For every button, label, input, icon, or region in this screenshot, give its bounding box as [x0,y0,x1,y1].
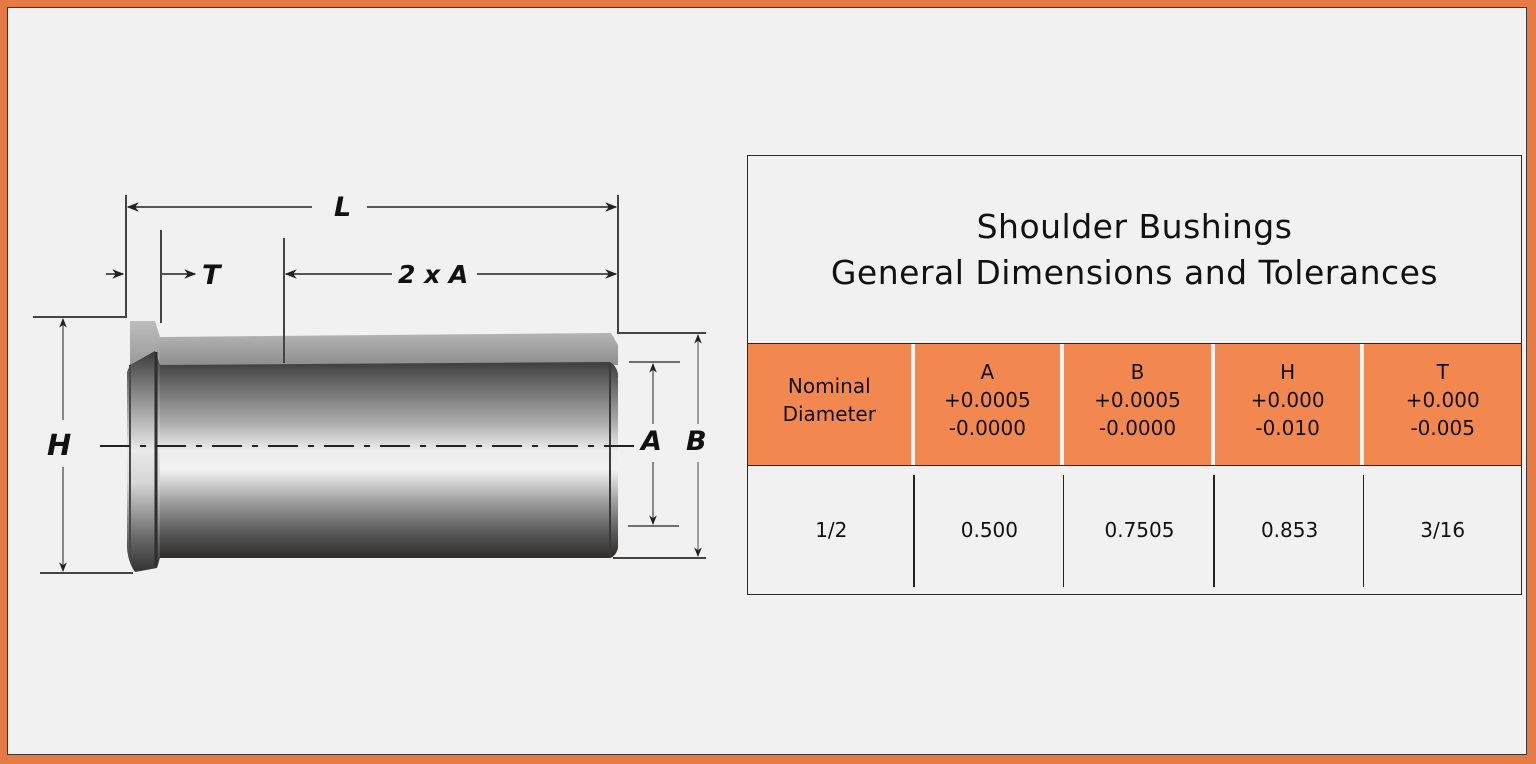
dimension-label-2xA: 2 x A [398,260,469,289]
cell-value: 0.7505 [1104,518,1175,542]
dimension-label-L: L [334,192,352,223]
bushing-flange [127,351,160,572]
header-tolerance-plus: +0.000 [1405,387,1480,412]
cell-value: 3/16 [1420,518,1466,542]
dimensions-table: Shoulder Bushings General Dimensions and… [747,155,1522,595]
cell-value: 0.500 [960,518,1018,542]
dimension-label-T: T [202,260,221,291]
header-B: B +0.0005 -0.0000 [1064,344,1215,465]
header-A: A +0.0005 -0.0000 [915,344,1065,465]
header-tolerance-plus: +0.000 [1250,387,1325,412]
header-label: T [1436,359,1449,384]
header-tolerance-minus: -0.0000 [1098,415,1177,440]
header-tolerance-minus: -0.010 [1255,415,1320,440]
table-header-row: Nominal Diameter A +0.0005 -0.0000 B +0.… [748,343,1521,466]
cell-A: 0.500 [915,466,1065,594]
cell-T: 3/16 [1364,466,1521,594]
cell-B: 0.7505 [1064,466,1215,594]
cell-nominal-diameter: 1/2 [748,466,915,594]
header-label: Diameter [782,401,876,426]
header-T: T +0.000 -0.005 [1364,344,1521,465]
header-tolerance-plus: +0.0005 [944,387,1031,412]
bushing-top-face [160,333,618,365]
table-title: Shoulder Bushings General Dimensions and… [748,156,1521,343]
table-title-line1: Shoulder Bushings [976,206,1293,246]
dimension-label-A: A [641,426,662,457]
header-tolerance-minus: -0.005 [1410,415,1475,440]
cell-value: 0.853 [1260,518,1319,542]
table-row: 1/2 0.500 0.7505 0.853 3/16 [748,466,1521,594]
header-label: B [1130,359,1145,384]
table-title-line2: General Dimensions and Tolerances [830,252,1439,292]
header-H: H +0.000 -0.010 [1215,344,1365,465]
cell-H: 0.853 [1215,466,1365,594]
header-label: A [980,359,995,384]
cell-value: 1/2 [815,518,848,542]
header-tolerance-minus: -0.0000 [948,415,1026,440]
dimension-label-H: H [47,428,72,462]
header-label: H [1280,359,1296,384]
bushing-body [160,362,619,558]
header-tolerance-plus: +0.0005 [1094,387,1181,412]
header-label: Nominal [787,373,871,398]
header-nominal-diameter: Nominal Diameter [748,344,915,465]
dimension-label-B: B [686,426,707,457]
